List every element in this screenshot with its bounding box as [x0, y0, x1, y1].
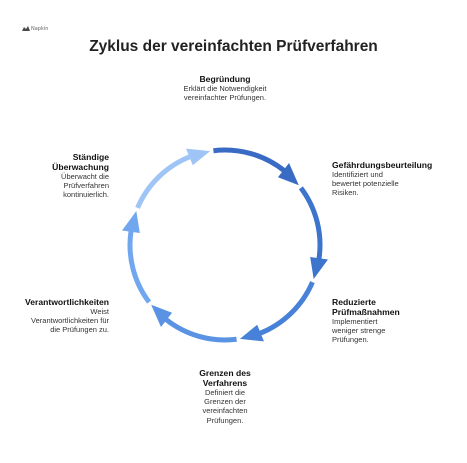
page-title: Zyklus der vereinfachten Prüfverfahren — [89, 38, 378, 55]
arrow-gefaehrdung-to-reduzierte-shaft — [298, 186, 323, 261]
arrow-begruendung-to-gefaehrdung-head — [277, 163, 299, 186]
logo-icon — [22, 26, 30, 31]
arrow-reduzierte-to-grenzen-shaft — [258, 281, 315, 337]
arrow-ueberwachung-to-begruendung-shaft — [135, 153, 192, 209]
logo-text: Napkin — [31, 26, 49, 32]
step-description: Implementiert weniger strenge Prüfungen. — [332, 317, 386, 345]
arrow-grenzen-to-verantwortlichkeiten-head — [151, 304, 173, 327]
step-label-grenzen-des-verfahrens: Grenzen des Verfahrens Definiert die Gre… — [175, 368, 275, 425]
step-label-gefaehrdungsbeurteilung: Gefährdungsbeurteilung Identifiziert und… — [332, 160, 452, 198]
arrow-begruendung-to-gefaehrdung-shaft — [213, 147, 287, 174]
step-description: Weist Verantwortlichkeiten für die Prüfu… — [31, 307, 109, 335]
arrow-verantwortlichkeiten-to-ueberwachung-shaft — [127, 229, 152, 304]
arrow-reduzierte-to-grenzen-head — [239, 324, 264, 342]
arrow-grenzen-to-verantwortlichkeiten-shaft — [163, 316, 237, 343]
step-heading: Ständige Überwachung — [52, 152, 109, 172]
step-description: Überwacht die Prüfverfahren kontinuierli… — [61, 172, 109, 200]
arrow-gefaehrdung-to-reduzierte-head — [310, 256, 328, 280]
step-heading: Reduzierte Prüfmaßnahmen — [332, 297, 400, 317]
logo: Napkin — [22, 26, 48, 32]
step-label-verantwortlichkeiten: Verantwortlichkeiten Weist Verantwortlic… — [12, 297, 109, 335]
step-label-begruendung: Begründung Erklärt die Notwendigkeit ver… — [175, 74, 275, 102]
arrow-ueberwachung-to-begruendung-head — [186, 148, 211, 166]
step-heading: Verantwortlichkeiten — [24, 297, 109, 307]
step-heading: Grenzen des Verfahrens — [199, 368, 251, 388]
step-label-reduzierte-pruefmassnahmen: Reduzierte Prüfmaßnahmen Implementiert w… — [332, 297, 412, 345]
arrow-verantwortlichkeiten-to-ueberwachung-head — [122, 210, 140, 234]
step-description: Identifiziert und bewertet potenzielle R… — [332, 170, 399, 198]
step-heading: Begründung — [199, 74, 251, 84]
step-heading: Gefährdungsbeurteilung — [332, 160, 433, 170]
step-description: Erklärt die Notwendigkeit vereinfachter … — [183, 84, 267, 103]
step-description: Definiert die Grenzen der vereinfachten … — [202, 388, 248, 425]
step-label-staendige-ueberwachung: Ständige Überwachung Überwacht die Prüfv… — [34, 152, 109, 200]
